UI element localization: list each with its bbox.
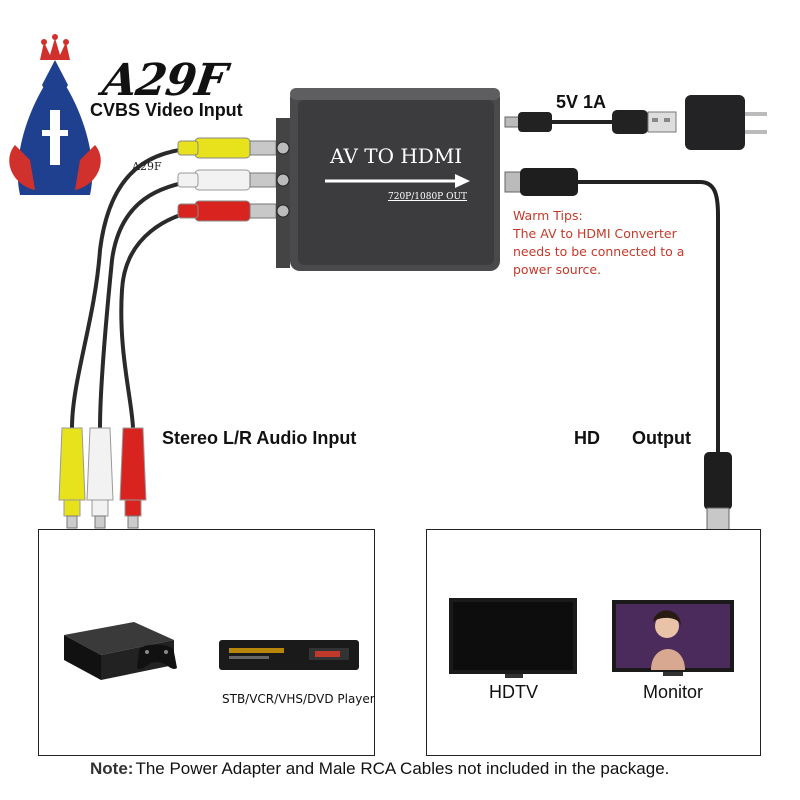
note-label: Note:	[90, 759, 134, 778]
hdmi-cable	[504, 168, 732, 531]
displays-panel: HDTV Monitor	[426, 529, 761, 756]
warm-tips-line: needs to be connected to a	[513, 244, 685, 259]
cable-tag: A29F	[132, 160, 162, 173]
rca-plugs-bottom	[58, 427, 147, 529]
warm-tips-heading: Warm Tips:	[513, 208, 583, 223]
source-devices-illustration	[64, 622, 359, 680]
hd-label: HD	[574, 428, 600, 448]
power-label: 5V 1A	[556, 92, 607, 112]
rca-cables	[70, 146, 201, 429]
warm-tips-line: power source.	[513, 262, 602, 277]
displays-illustration	[449, 598, 734, 678]
cvbs-input-label: CVBS Video Input	[90, 100, 243, 120]
monitor-icon	[612, 600, 734, 676]
output-label: Output	[632, 428, 691, 448]
hdtv-caption: HDTV	[489, 682, 538, 702]
warm-tips: Warm Tips: The AV to HDMI Converter need…	[513, 207, 684, 279]
monitor-caption: Monitor	[643, 682, 704, 702]
converter-title: AV TO HDMI	[330, 144, 463, 168]
hdtv-icon	[449, 598, 577, 678]
warm-tips-line: The AV to HDMI Converter	[513, 226, 677, 241]
power-cable	[504, 95, 767, 150]
brand-watermark: A29F	[99, 55, 230, 106]
converter-box	[276, 88, 500, 271]
rca-plugs-top	[177, 137, 277, 222]
brand-logo	[9, 34, 101, 195]
package-note: Note:The Power Adapter and Male RCA Cabl…	[90, 759, 669, 779]
source-devices-panel: STB/VCR/VHS/DVD Player	[38, 529, 375, 756]
dvd-player-icon	[219, 640, 359, 670]
note-text: The Power Adapter and Male RCA Cables no…	[135, 759, 670, 778]
player-caption: STB/VCR/VHS/DVD Player	[222, 692, 375, 706]
audio-input-label: Stereo L/R Audio Input	[162, 428, 357, 448]
gamepad-icon	[137, 644, 177, 669]
converter-resolution: 720P/1080P OUT	[388, 192, 468, 202]
